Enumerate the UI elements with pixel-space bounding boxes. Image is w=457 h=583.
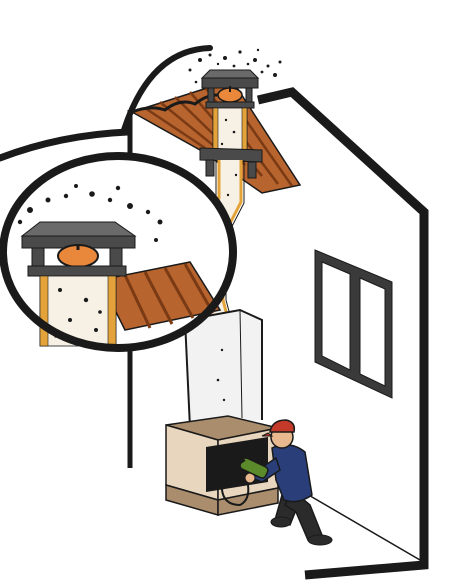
window-glass-left bbox=[321, 261, 351, 371]
chimney-top bbox=[199, 69, 263, 179]
worker bbox=[220, 419, 333, 546]
tool-hose bbox=[220, 459, 250, 507]
chimney-breast bbox=[184, 308, 263, 429]
soot-particles-top bbox=[188, 48, 282, 84]
magnifier-lead-line bbox=[121, 45, 213, 133]
magnifier-detail bbox=[0, 128, 237, 352]
detail-chimney-cap-top bbox=[20, 221, 137, 237]
detail-flue bbox=[39, 275, 117, 347]
chimney-cap-top bbox=[200, 69, 260, 79]
magnifier-ring bbox=[0, 152, 237, 352]
chimney-collar bbox=[205, 101, 255, 109]
worker-shoe-front bbox=[307, 534, 333, 546]
ground-line bbox=[299, 489, 421, 561]
roof-flashing bbox=[199, 147, 263, 163]
window bbox=[314, 249, 393, 399]
window-glass-right bbox=[359, 277, 386, 387]
worker-cap bbox=[269, 419, 296, 433]
worker-shoe-back bbox=[270, 516, 292, 528]
house-gable-outline bbox=[256, 87, 429, 580]
